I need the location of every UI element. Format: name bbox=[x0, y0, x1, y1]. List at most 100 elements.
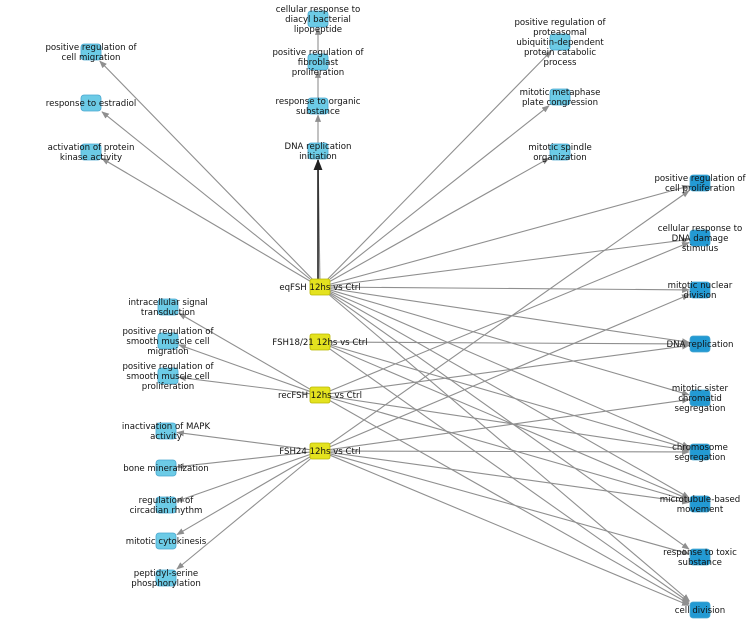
term-node-box[interactable] bbox=[549, 88, 571, 106]
term-node-box[interactable] bbox=[689, 495, 711, 513]
condition-node-box[interactable] bbox=[309, 442, 331, 460]
condition-node-c3[interactable]: recFSH 12hs vs Ctrl bbox=[278, 386, 362, 404]
term-node-label-line: organization bbox=[533, 153, 586, 163]
term-node-label-line: peptidyl-serine bbox=[134, 569, 198, 579]
term-node-box[interactable] bbox=[80, 43, 102, 61]
term-node-box[interactable] bbox=[155, 496, 177, 514]
condition-node-box[interactable] bbox=[309, 333, 331, 351]
term-node-label-line: chromosome bbox=[672, 443, 728, 453]
term-node-label-line: inactivation of MAPK bbox=[122, 422, 211, 432]
term-node-box[interactable] bbox=[307, 97, 329, 115]
term-node-label-line: stimulus bbox=[682, 244, 719, 254]
term-node-label-line: positive regulation of bbox=[514, 18, 606, 28]
edge-c1-nuclear-div bbox=[329, 286, 690, 293]
term-node-box[interactable] bbox=[549, 33, 571, 51]
term-node-box[interactable] bbox=[157, 332, 179, 350]
term-node-cell-division[interactable]: cell division bbox=[675, 601, 725, 619]
term-node-label: bone mineralization bbox=[123, 464, 208, 474]
term-node-label-line: DNA damage bbox=[672, 234, 729, 244]
term-node-box[interactable] bbox=[689, 601, 711, 619]
term-node-box[interactable] bbox=[155, 532, 177, 550]
edge-c1-estradiol bbox=[101, 111, 311, 280]
condition-node-c4[interactable]: FSH24 12hs vs Ctrl bbox=[279, 442, 361, 460]
condition-node-label: FSH24 12hs vs Ctrl bbox=[279, 447, 361, 457]
term-node-label-line: diacyl bacterial bbox=[285, 15, 351, 25]
term-node-label-line: bone mineralization bbox=[123, 464, 208, 474]
term-node-box[interactable] bbox=[307, 142, 329, 160]
edge-c1-protein-kinase bbox=[101, 158, 311, 282]
term-node-box[interactable] bbox=[80, 94, 102, 112]
term-node-label-line: initiation bbox=[299, 152, 337, 162]
condition-node-c1[interactable]: eqFSH 12hs vs Ctrl bbox=[279, 278, 361, 296]
term-node-label-line: cellular response to bbox=[658, 224, 743, 234]
term-node-box[interactable] bbox=[689, 443, 711, 461]
term-node-box[interactable] bbox=[157, 298, 179, 316]
term-node-label-line: cell division bbox=[675, 606, 725, 616]
term-node-cytokinesis[interactable]: mitotic cytokinesis bbox=[126, 532, 207, 550]
edge-c3-intracellular bbox=[178, 312, 311, 390]
term-node-label-line: cell proliferation bbox=[665, 184, 735, 194]
term-node-estradiol[interactable]: response to estradiol bbox=[46, 94, 137, 112]
condition-node-box[interactable] bbox=[309, 386, 331, 404]
term-node-label-line: positive regulation of bbox=[122, 362, 214, 372]
term-node-box[interactable] bbox=[689, 548, 711, 566]
edge-c4-microtubule bbox=[329, 451, 690, 505]
term-node-label-line: proliferation bbox=[142, 382, 194, 392]
term-node-label-line: protein catabolic bbox=[524, 48, 596, 58]
term-node-box[interactable] bbox=[155, 569, 177, 587]
term-node-box[interactable] bbox=[155, 422, 177, 440]
term-node-box[interactable] bbox=[689, 174, 711, 192]
term-node-box[interactable] bbox=[80, 143, 102, 161]
term-node-box[interactable] bbox=[689, 229, 711, 247]
term-node-label-line: movement bbox=[677, 505, 724, 515]
term-node-label-line: migration bbox=[147, 347, 188, 357]
term-node-label-line: smooth muscle cell bbox=[126, 337, 209, 347]
term-node-box[interactable] bbox=[155, 459, 177, 477]
term-node-box[interactable] bbox=[689, 335, 711, 353]
term-node-label-line: positive regulation of bbox=[654, 174, 746, 184]
edge-c3-smooth-migr bbox=[178, 344, 311, 392]
edge-c4-chromosome bbox=[329, 448, 690, 456]
edge-c3-cell-division bbox=[329, 400, 690, 605]
term-node-box[interactable] bbox=[689, 281, 711, 299]
term-node-box[interactable] bbox=[307, 53, 329, 71]
term-node-box[interactable] bbox=[689, 389, 711, 407]
edge-c4-cell-division bbox=[329, 454, 690, 606]
term-node-box[interactable] bbox=[157, 367, 179, 385]
term-node-box[interactable] bbox=[549, 143, 571, 161]
term-node-label-line: positive regulation of bbox=[45, 43, 137, 53]
term-node-box[interactable] bbox=[307, 10, 329, 28]
condition-node-label: eqFSH 12hs vs Ctrl bbox=[279, 283, 360, 293]
term-node-bone[interactable]: bone mineralization bbox=[123, 459, 209, 477]
condition-node-box[interactable] bbox=[309, 278, 331, 296]
condition-node-c2[interactable]: FSH18/21 12hs vs Ctrl bbox=[272, 333, 368, 351]
term-node-dna-rep[interactable]: DNA replication bbox=[667, 335, 734, 353]
